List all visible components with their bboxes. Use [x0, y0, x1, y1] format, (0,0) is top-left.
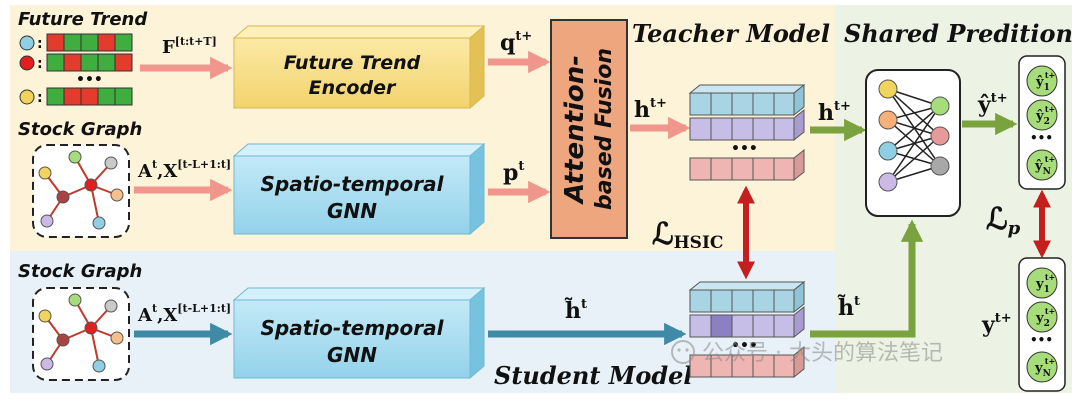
stgnn-student-box: Spatio-temporal GNN: [232, 286, 486, 380]
y-hat-2: ŷ2t+: [1035, 104, 1055, 127]
fusion-label-line2: based Fusion: [592, 48, 617, 210]
stock-graph-label-student: Stock Graph: [18, 261, 142, 282]
future-trend-matrix: : : ••• :: [19, 33, 133, 106]
stock-node-icon: [19, 35, 35, 51]
student-embedding-stack: •••: [688, 280, 806, 379]
predicted-values-column: ŷ1t+ ŷ2t+ ••• ŷNt+: [1018, 55, 1066, 190]
stgnn-teacher-line2: GNN: [327, 199, 377, 223]
shared-predictor-network: [865, 69, 961, 217]
stock-graph-label-teacher: Stock Graph: [18, 119, 142, 140]
label-q: qt+: [500, 29, 532, 56]
y-hat-N: ŷNt+: [1034, 154, 1055, 177]
label-AX-student: At,X[t-L+1:t]: [137, 302, 231, 326]
embedding-ellipsis: •••: [731, 338, 758, 354]
future-trend-label: Future Trend: [18, 9, 148, 30]
stgnn-teacher-box: Spatio-temporal GNN: [232, 142, 486, 236]
student-model-title: Student Model: [494, 361, 693, 390]
trend-row-3: [46, 87, 133, 106]
trend-ellipsis: •••: [76, 72, 103, 88]
future-trend-encoder-box: Future Trend Encoder: [232, 24, 486, 110]
teacher-model-title: Teacher Model: [632, 19, 830, 48]
trend-row-1: [46, 33, 133, 52]
svg-text::: :: [37, 36, 43, 52]
fusion-label-line1: Attention-: [560, 55, 590, 205]
label-h-teacher-out: ht+: [818, 99, 851, 126]
stock-graph-student: [32, 287, 130, 381]
stock-node-icon: [19, 89, 35, 105]
label-y-true: yt+: [981, 311, 1012, 338]
svg-text::: :: [37, 90, 43, 106]
y-true-ellipsis: •••: [1030, 333, 1053, 347]
trend-row-2: [46, 53, 133, 72]
label-F: F[t:t+T]: [162, 35, 217, 58]
label-h-tilde-out: h̃t: [837, 294, 860, 321]
y-true-1: y1t+: [1035, 272, 1055, 295]
watermark: 公众号 · 大头的算法笔记: [671, 340, 943, 366]
label-h-fused: ht+: [634, 96, 667, 123]
label-hsic-loss: ℒHSIC: [652, 217, 723, 253]
stgnn-teacher-line1: Spatio-temporal: [261, 172, 445, 196]
y-hat-1: ŷ1t+: [1035, 70, 1055, 93]
y-hat-ellipsis: •••: [1030, 131, 1053, 145]
label-y-hat: ŷt+: [977, 91, 1008, 118]
encoder-label-line2: Encoder: [309, 77, 397, 99]
label-AX-teacher: At,X[t-L+1:t]: [137, 158, 231, 182]
label-p: pt: [503, 159, 524, 186]
encoder-label-line1: Future Trend: [284, 52, 421, 74]
y-true-N: yNt+: [1034, 356, 1055, 379]
label-prediction-loss: ℒp: [986, 202, 1021, 239]
stgnn-student-line2: GNN: [327, 343, 377, 367]
stock-node-icon: [19, 55, 35, 71]
arrow-student-embedding-to-predictor: [810, 219, 924, 338]
shared-prediction-title: Shared Predition: [844, 19, 1073, 48]
stgnn-student-line1: Spatio-temporal: [261, 316, 445, 340]
attention-fusion-box: Attention- based Fusion: [550, 19, 628, 239]
label-h-tilde-student: h̃t: [564, 297, 587, 324]
watermark-text: 公众号 · 大头的算法笔记: [702, 341, 943, 366]
svg-text::: :: [37, 56, 43, 72]
y-true-2: y2t+: [1035, 306, 1055, 329]
embedding-ellipsis: •••: [731, 141, 758, 157]
stock-graph-teacher: [32, 144, 130, 238]
wechat-icon: [671, 340, 695, 364]
teacher-embedding-stack: •••: [688, 83, 806, 182]
ground-truth-column: y1t+ y2t+ ••• yNt+: [1018, 257, 1066, 392]
